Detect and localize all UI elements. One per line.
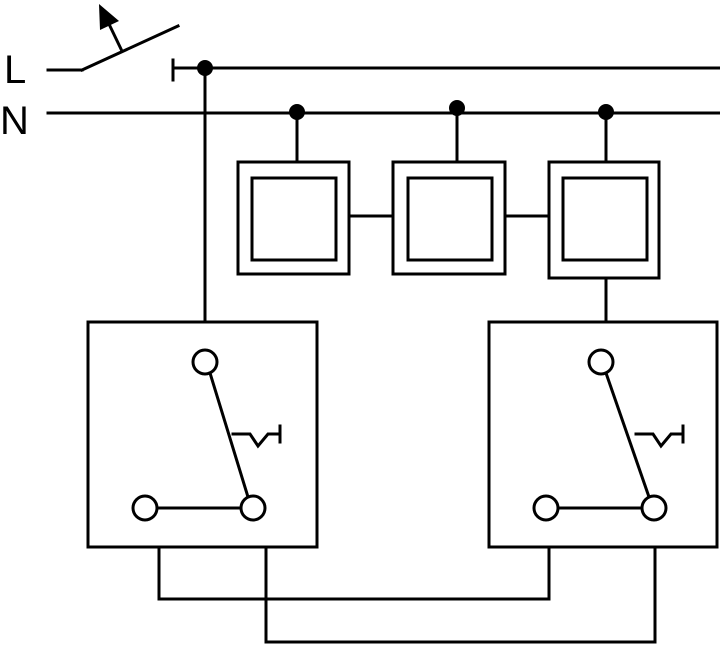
switch-left-actuator-icon: [231, 424, 282, 449]
switch-left: [86, 320, 319, 549]
module-2: [391, 160, 507, 276]
switch-arrow-icon: [99, 4, 119, 30]
label-line: L: [4, 48, 26, 92]
label-neutral: N: [0, 99, 29, 143]
main-switch: [46, 4, 180, 82]
module-1: [236, 160, 351, 276]
switch-right-terminal-right: [640, 494, 668, 522]
traveller-wire-2: [264, 545, 657, 644]
switch-left-terminal-right: [239, 494, 267, 522]
module-3: [547, 160, 661, 280]
switch-right-actuator-icon: [634, 424, 685, 449]
switch-right: [487, 320, 719, 549]
switch-right-terminal-left: [532, 494, 560, 522]
switch-left-terminal-top: [191, 348, 219, 376]
traveller-wire-1: [157, 545, 551, 601]
switch-left-terminal-left: [131, 494, 159, 522]
switch-right-terminal-top: [587, 348, 615, 376]
